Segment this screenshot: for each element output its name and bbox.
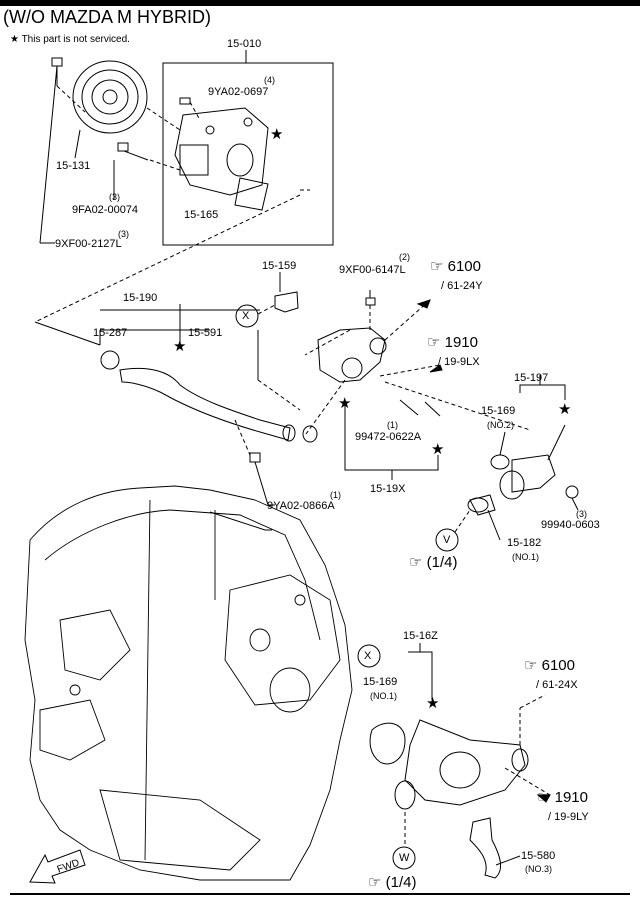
- label-15-580: 15-580: [521, 850, 556, 862]
- label-15-159: 15-159: [262, 260, 297, 272]
- marker-x-circle-a: [235, 304, 259, 328]
- label-15-182: 15-182: [507, 537, 542, 549]
- label-15-580-sub: (NO.3): [525, 864, 552, 874]
- label-15-190: 15-190: [123, 292, 158, 304]
- bolt-9ya02-0866a: [249, 452, 261, 463]
- ref-1910a: ☞ 1910: [427, 334, 478, 351]
- qty-1b: (1): [330, 490, 341, 500]
- nut-99940-0603: [565, 485, 579, 499]
- label-99940-0603: 99940-0603: [541, 519, 600, 531]
- label-9fa02-00074: 9FA02-00074: [72, 204, 139, 216]
- star-icon: ★: [426, 695, 440, 712]
- marker-x-b: X: [364, 650, 372, 662]
- pointing-hand-icon: ☞: [409, 554, 423, 571]
- label-15-010: 15-010: [227, 38, 262, 50]
- label-99472-0622a: 99472-0622A: [355, 431, 422, 443]
- label-15-16z: 15-16Z: [403, 630, 438, 642]
- pipe-15-591: [119, 367, 291, 441]
- bolt-9ya02-0697: [179, 97, 191, 105]
- ref-6100b-text: 6100: [541, 657, 575, 674]
- label-15-131: 15-131: [56, 160, 91, 172]
- label-15-591: 15-591: [188, 327, 223, 339]
- footer-rule: [10, 893, 630, 895]
- ref-6100a-sub: / 61-24Y: [441, 280, 483, 292]
- legend: ★ This part is not serviced.: [10, 34, 130, 45]
- label-15-287: 15-287: [93, 327, 128, 339]
- pointing-hand-icon: ☞: [427, 334, 441, 351]
- marker-x-circle-b: [357, 644, 381, 668]
- ref-quarter-a-text: (1/4): [426, 554, 458, 571]
- diagram-title: (W/O MAZDA M HYBRID): [3, 7, 211, 27]
- bolt-9fa02-00074: [113, 142, 149, 200]
- gasket-15-165: [234, 177, 269, 211]
- outlet-housing-lower: [394, 719, 529, 810]
- label-15-169-b: 15-169: [363, 676, 398, 688]
- star-icon: ★: [558, 401, 572, 418]
- ref-quarter-b: ☞ (1/4): [368, 874, 417, 891]
- star-icon: ★: [270, 126, 284, 143]
- gasket-15-169-no2: [490, 454, 510, 470]
- label-15-169-b-sub: (NO.1): [370, 691, 397, 701]
- star-icon: ★: [338, 395, 352, 412]
- fwd-arrow-icon: [29, 849, 86, 884]
- ref-1910b-sub: / 19-9LY: [548, 811, 589, 823]
- label-15-169-a: 15-169: [481, 405, 516, 417]
- star-icon: ★: [173, 338, 187, 355]
- label-15-182-sub: (NO.1): [512, 552, 539, 562]
- qty-1a: (1): [387, 420, 398, 430]
- marker-w: W: [399, 852, 410, 864]
- marker-v-circle: [435, 528, 459, 552]
- qty-3a: (3): [109, 192, 120, 202]
- marker-w-circle: [392, 846, 416, 870]
- ref-quarter-a: ☞ (1/4): [409, 554, 458, 571]
- fwd-label: FWD: [56, 857, 81, 875]
- header-rule: [0, 0, 640, 6]
- pointing-hand-icon: ☞: [368, 874, 382, 891]
- water-pump-body: [174, 107, 269, 196]
- ref-6100a: ☞ 6100: [430, 258, 481, 275]
- marker-x-a: X: [242, 310, 250, 322]
- ref-1910b: ☞ 1910: [537, 789, 588, 806]
- bolt-9xf00-2127l: [39, 57, 63, 244]
- ref-6100b-sub: / 61-24X: [536, 679, 578, 691]
- label-15-19x: 15-19X: [370, 483, 406, 495]
- label-15-165: 15-165: [184, 209, 219, 221]
- outlet-housing-upper: [317, 327, 387, 383]
- bracket-15-159: [274, 291, 299, 313]
- label-15-197: 15-197: [514, 372, 549, 384]
- label-15-169-a-sub: (NO.2): [487, 420, 514, 430]
- ref-6100a-text: 6100: [447, 258, 481, 275]
- ref-quarter-b-text: (1/4): [385, 874, 417, 891]
- star-icon: ★: [10, 34, 19, 45]
- label-9xf00-2127l: 9XF00-2127L: [55, 238, 122, 250]
- o-ring-15-591: [302, 425, 318, 443]
- ref-1910a-text: 1910: [444, 334, 478, 351]
- label-9xf00-6147l: 9XF00-6147L: [339, 264, 406, 276]
- ref-1910b-text: 1910: [554, 789, 588, 806]
- ref-6100b: ☞ 6100: [524, 657, 575, 674]
- qty-4: (4): [264, 75, 275, 85]
- qty-2: (2): [399, 252, 410, 262]
- pointing-hand-icon: ☞: [524, 657, 538, 674]
- pin-99472-0622a: [399, 399, 441, 417]
- thermostat-housing: [499, 424, 566, 500]
- pointing-hand-icon: ☞: [430, 258, 444, 275]
- gasket-15-169-no1: [369, 722, 406, 765]
- label-9ya02-0866a: 9YA02-0866A: [267, 500, 335, 512]
- pulley-15-131: [72, 60, 148, 159]
- pointing-hand-icon: ☞: [537, 789, 551, 806]
- assembly-box-15-010: [162, 62, 334, 246]
- bracket-15-580: [469, 817, 502, 879]
- ref-1910a-sub: / 19-9LX: [438, 356, 480, 368]
- qty-3c: (3): [576, 509, 587, 519]
- qty-3b: (3): [118, 229, 129, 239]
- label-9ya02-0697: 9YA02-0697: [208, 86, 269, 98]
- legend-text: This part is not serviced.: [21, 34, 130, 45]
- engine-block: [24, 485, 353, 881]
- bolt-9xf00-6147l: [365, 297, 376, 306]
- o-ring-15-287: [100, 350, 120, 370]
- marker-v: V: [443, 534, 451, 546]
- star-icon: ★: [431, 441, 445, 458]
